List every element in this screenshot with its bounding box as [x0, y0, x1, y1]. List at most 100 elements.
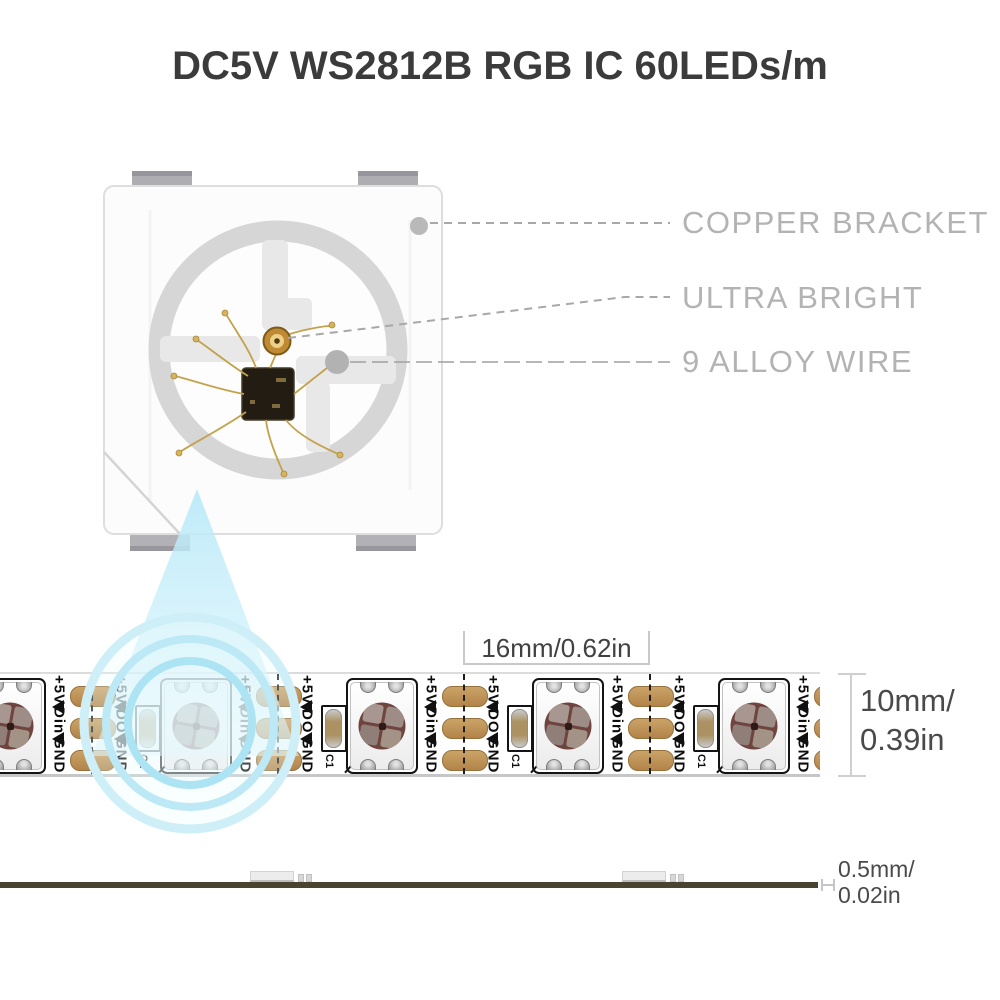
data-direction-arrow-icon	[486, 732, 498, 746]
side-view-led	[622, 869, 686, 882]
data-direction-arrow-icon	[672, 732, 684, 746]
pin-label-5v: +5V	[422, 675, 440, 706]
pin-labels-input: +5V Din GND	[48, 674, 70, 774]
led-silkscreen-outline	[158, 678, 232, 774]
data-direction-arrow-icon	[300, 732, 312, 746]
data-direction-arrow-icon	[796, 732, 808, 746]
led-corner-pad	[0, 682, 4, 693]
led-lens	[544, 702, 592, 750]
cut-line	[91, 674, 93, 774]
side-view-led	[250, 869, 314, 882]
capacitor-label: C1	[323, 754, 335, 769]
led-corner-pad	[732, 682, 748, 693]
capacitor-label: C1	[509, 754, 521, 769]
led-die-dot	[6, 722, 14, 730]
pin-labels-input: +5V Din GND	[606, 674, 628, 774]
solder-pad-group	[442, 674, 488, 774]
callout-label-alloy-wire: 9 ALLOY WIRE	[682, 344, 914, 379]
cut-line	[649, 674, 651, 774]
led-corner-pad	[174, 682, 190, 693]
led-lens-segments	[0, 702, 34, 750]
led-corner-pad	[546, 682, 562, 693]
callout-leader-lines	[287, 222, 670, 363]
solder-pad	[442, 750, 488, 771]
led-corner-pad	[16, 759, 32, 770]
ic-markings	[250, 378, 286, 408]
led-corner-pad	[360, 759, 376, 770]
led-corner-pad	[0, 759, 4, 770]
alloy-wire-anchor-dot	[325, 350, 349, 374]
led-corner-pad	[388, 759, 404, 770]
pin-labels-output: +5V DO GND	[296, 674, 318, 774]
dimension-line	[838, 673, 866, 675]
solder-pad	[814, 750, 820, 771]
led-lens	[172, 702, 220, 750]
data-direction-arrow-icon	[796, 700, 808, 714]
dimension-line	[463, 663, 650, 665]
led-strip-unit: +5V DO GND C1	[294, 674, 494, 774]
solder-pad	[628, 686, 674, 707]
led-corner-pad	[760, 759, 776, 770]
led-corner-pad	[732, 759, 748, 770]
led-die-dot	[192, 722, 200, 730]
pin-labels-input: +5V Din GND	[420, 674, 442, 774]
led-die-dot	[750, 722, 758, 730]
led-silkscreen-outline	[716, 678, 790, 774]
led-strip-unit: +5V DO GND C1	[480, 674, 680, 774]
solder-pad	[814, 686, 820, 707]
cut-line	[463, 674, 465, 774]
solder-pad	[442, 686, 488, 707]
solder-pad-group	[814, 674, 820, 774]
led-strip: +5V DO GND C1	[0, 672, 820, 777]
pin-label-5v: +5V	[608, 675, 626, 706]
led-die-dot	[378, 722, 386, 730]
pin-labels-output: +5V DO GND	[110, 674, 132, 774]
copper-bracket-anchor-dot	[410, 217, 428, 235]
led-silkscreen-outline	[0, 678, 46, 774]
data-direction-arrow-icon	[610, 732, 622, 746]
dimension-thickness-label: 0.5mm/ 0.02in	[838, 856, 915, 908]
led-chip-illustration	[103, 171, 443, 551]
dimension-pitch-label: 16mm/0.62in	[481, 633, 632, 663]
led-corner-pad	[360, 682, 376, 693]
pin-label-5v: +5V	[50, 675, 68, 706]
dimension-line	[648, 631, 650, 665]
led-strip-unit: +5V DO GND C1	[666, 674, 820, 774]
pin-label-do: DO	[670, 708, 688, 734]
wire-bond-balls	[170, 309, 344, 478]
led-lens	[0, 702, 34, 750]
data-direction-arrow-icon	[424, 732, 436, 746]
pin-label-do: DO	[298, 708, 316, 734]
solder-pad	[814, 718, 820, 739]
pin-label-din: Din	[608, 707, 626, 735]
page-title: DC5V WS2812B RGB IC 60LEDs/m	[172, 44, 828, 88]
led-package	[350, 682, 414, 770]
led-corner-pad	[16, 682, 32, 693]
dimension-width-label: 10mm/ 0.39in	[860, 683, 955, 757]
pin-label-5v: +5V	[670, 675, 688, 706]
data-direction-arrow-icon	[114, 732, 126, 746]
callout-label-copper-bracket: COPPER BRACKET	[682, 205, 989, 240]
dimension-line	[838, 775, 866, 777]
solder-pad	[628, 718, 674, 739]
callout-label-ultra-bright: ULTRA BRIGHT	[682, 280, 924, 315]
solder-pad-group	[628, 674, 674, 774]
led-corner-pad	[202, 759, 218, 770]
capacitor	[697, 709, 714, 748]
led-corner-pad	[574, 759, 590, 770]
lead-frame	[160, 240, 396, 452]
pin-label-5v: +5V	[794, 675, 812, 706]
capacitor-label: C1	[695, 754, 707, 769]
pin-label-din: Din	[50, 707, 68, 735]
data-direction-arrow-icon	[52, 700, 64, 714]
data-direction-arrow-icon	[424, 700, 436, 714]
pin-labels-input: +5V Din GND	[792, 674, 814, 774]
data-direction-arrow-icon	[672, 700, 684, 714]
dimension-line	[850, 674, 852, 777]
led-corner-pad	[760, 682, 776, 693]
solder-pad	[628, 750, 674, 771]
pin-label-do: DO	[484, 708, 502, 734]
led-corner-pad	[574, 682, 590, 693]
data-direction-arrow-icon	[486, 700, 498, 714]
